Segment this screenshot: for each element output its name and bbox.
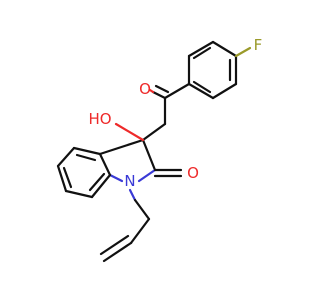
c-f-bond — [234, 46, 252, 58]
n-c7a-bond — [108, 173, 124, 183]
n-ch2-bond — [133, 198, 151, 221]
molecule-drawing: F O HO O N — [56, 36, 263, 263]
ring-double-bond — [192, 80, 212, 94]
ketone-oxygen-label: O — [139, 80, 151, 98]
ch2-ch-bond — [129, 217, 151, 245]
ring-bond — [56, 164, 68, 193]
ring-double-bond — [75, 153, 97, 162]
ring-bond — [56, 146, 76, 168]
fluorophenyl-ring — [187, 40, 238, 100]
structure-canvas: F O HO O N — [56, 36, 263, 263]
ring-double-bond — [62, 166, 73, 189]
ring-bond — [187, 82, 215, 100]
allyl-chain — [99, 188, 151, 263]
ring-bond — [64, 189, 94, 199]
ring-bond — [211, 82, 238, 100]
ring-bond — [211, 40, 238, 58]
carbonyl-double-bond — [151, 90, 167, 100]
aryl-carbonyl-bond — [163, 82, 191, 100]
ring-double-bond — [88, 172, 106, 192]
vinyl-double-bond — [99, 234, 130, 256]
c2-n-bond — [137, 168, 157, 183]
lactam-oxygen-label: O — [187, 164, 199, 182]
ring-bond — [187, 40, 215, 58]
hydroxyl-label: HO — [88, 110, 111, 128]
nitrogen-label: N — [124, 172, 135, 190]
c3-c3a-bond — [98, 138, 145, 156]
carbonyl-double-bond — [154, 84, 170, 94]
carbonyl-double-bond-o — [148, 88, 155, 94]
ring-bond — [90, 173, 112, 199]
oxindole-core — [98, 138, 183, 183]
fluorine-label: F — [254, 36, 263, 54]
c3-c2-bond — [141, 138, 157, 172]
ch2-c3-bond — [141, 122, 167, 142]
c7a-c3a-bond — [98, 152, 112, 177]
benzo-ring — [56, 146, 112, 199]
c3-oh-bond — [114, 122, 145, 142]
n-ch2-bond — [128, 188, 137, 202]
ring-bond — [72, 146, 102, 156]
ring-double-bond — [192, 46, 212, 60]
vinyl-double-bond — [102, 241, 133, 263]
